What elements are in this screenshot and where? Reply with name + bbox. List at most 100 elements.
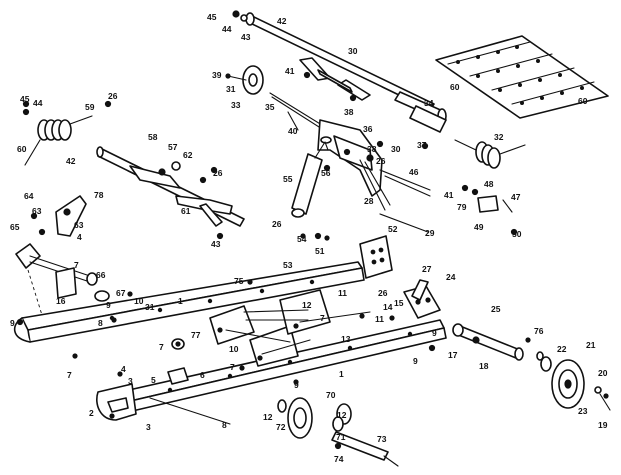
callout-label: 13: [341, 334, 351, 344]
callout-label: 21: [586, 340, 596, 350]
callout-label: 53: [283, 260, 293, 270]
callout-label: 7: [320, 313, 325, 323]
callout-label: 2: [89, 408, 94, 418]
callout-label: 45: [20, 94, 30, 104]
callout-label: 26: [213, 168, 223, 178]
callout-label: 44: [33, 98, 43, 108]
plate-52: [359, 235, 393, 279]
callout-label: 57: [168, 142, 178, 152]
callout-label: 39: [212, 70, 222, 80]
callout-label: 9: [432, 328, 437, 338]
callout-label: 40: [288, 126, 298, 136]
block-6: [167, 367, 189, 385]
callout-label: 4: [77, 232, 82, 242]
callout-label: 14: [383, 302, 393, 312]
callout-label: 19: [598, 420, 608, 430]
bracket-49: [477, 195, 499, 213]
callout-label: 63: [74, 220, 84, 230]
callout-label: 33: [231, 100, 241, 110]
callout-label: 7: [159, 342, 164, 352]
callout-label: 42: [66, 156, 76, 166]
callout-label: 24: [446, 272, 456, 282]
axle-73: [331, 431, 389, 461]
callout-label: 48: [484, 179, 494, 189]
callout-label: 26: [108, 91, 118, 101]
callout-label: 59: [85, 102, 95, 112]
callout-label: 72: [276, 422, 286, 432]
callout-label: 47: [511, 192, 521, 202]
callout-label: 62: [183, 150, 193, 160]
callout-label: 22: [557, 344, 567, 354]
callout-label: 61: [181, 206, 191, 216]
callout-label: 49: [474, 222, 484, 232]
spring-32: [454, 139, 526, 169]
callout-label: 51: [315, 246, 325, 256]
spring-59: [24, 115, 93, 166]
callout-label: 9: [10, 318, 15, 328]
callout-label: 32: [494, 132, 504, 142]
callout-label: 16: [56, 296, 66, 306]
callout-label: 38: [367, 144, 377, 154]
idler-wheel-33: [225, 65, 264, 95]
callout-label: 23: [578, 406, 588, 416]
bogie-wheel-70: [277, 397, 352, 439]
callout-label: 74: [334, 454, 344, 464]
callout-label: 6: [200, 370, 205, 380]
callout-label: 64: [24, 191, 34, 201]
callout-label: 9: [413, 356, 418, 366]
callout-label: 11: [338, 288, 347, 298]
callout-label: 3: [128, 376, 133, 386]
callout-label: 41: [285, 66, 295, 76]
rear-bracket-24: [403, 279, 441, 319]
callout-label: 7: [67, 370, 72, 380]
callout-label: 8: [98, 318, 103, 328]
callout-label: 71: [336, 432, 346, 442]
callout-label: 5: [151, 375, 156, 385]
callout-label: 43: [211, 239, 221, 249]
callout-label: 17: [448, 350, 458, 360]
callout-label: 76: [534, 326, 544, 336]
callout-label: 43: [241, 32, 251, 42]
callout-label: 34: [424, 98, 434, 108]
callout-label: 77: [191, 330, 201, 340]
callout-label: 35: [265, 102, 275, 112]
callout-label: 31: [145, 302, 155, 312]
slide-rail-upper: [13, 261, 365, 343]
callout-label: 7: [74, 260, 79, 270]
callout-label: 66: [96, 270, 106, 280]
callout-label: 11: [375, 314, 384, 324]
callout-label: 3: [146, 422, 151, 432]
callout-label: 26: [272, 219, 282, 229]
callout-label: 67: [116, 288, 126, 298]
callout-label: 79: [457, 202, 467, 212]
callout-label: 18: [479, 361, 489, 371]
callout-label: 31: [226, 84, 236, 94]
callout-label: 38: [344, 107, 354, 117]
axle-assembly-left: [15, 243, 110, 302]
callout-label: 20: [598, 368, 608, 378]
cross-frame-10: [209, 289, 331, 367]
callout-label: 54: [297, 234, 307, 244]
upper-shaft-assembly: [232, 10, 447, 124]
rear-axle-25: [452, 323, 524, 361]
callout-label: 9: [106, 300, 111, 310]
callout-label: 36: [363, 124, 373, 134]
callout-label: 26: [378, 288, 388, 298]
callout-label: 60: [450, 82, 460, 92]
track-section: [435, 35, 609, 119]
center-bracket-28: [317, 119, 431, 211]
callout-label: 75: [234, 276, 244, 286]
block-78: [55, 195, 87, 237]
callout-label: 50: [512, 229, 522, 239]
callout-label: 46: [409, 167, 419, 177]
callout-label: 65: [10, 222, 20, 232]
callout-label: 7: [230, 362, 235, 372]
callout-label: 58: [148, 132, 158, 142]
skid-bar-3: [96, 383, 137, 421]
callout-label: 8: [222, 420, 227, 430]
callout-label: 41: [444, 190, 454, 200]
callout-label: 60: [578, 96, 588, 106]
rear-wheel-21: [536, 351, 585, 409]
callout-label: 1: [178, 296, 183, 306]
